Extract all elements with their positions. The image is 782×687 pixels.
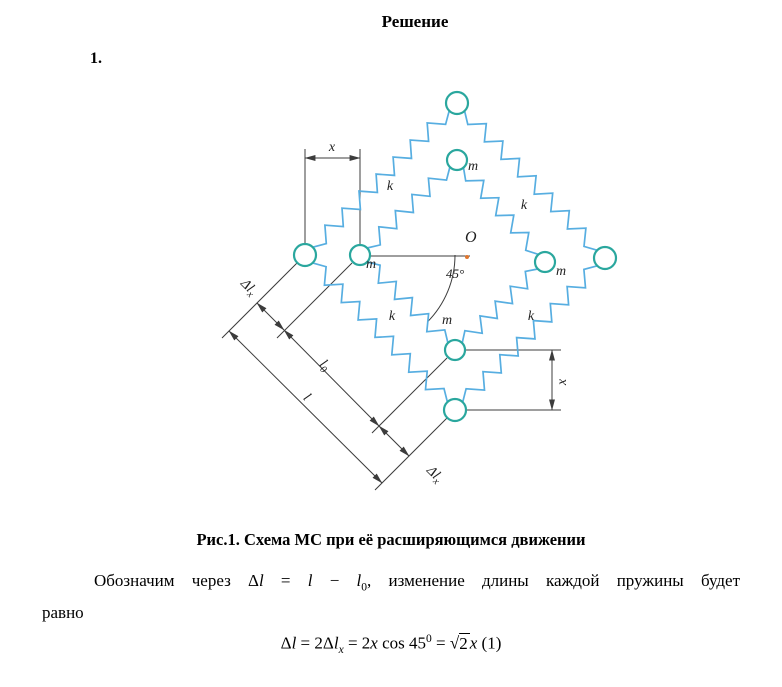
label-l0: l0: [315, 357, 333, 375]
math-term: = 2Δ: [296, 633, 334, 653]
math-superscript: 0: [426, 632, 432, 645]
label-mass-top: m: [468, 159, 478, 174]
sqrt-radicand: 2: [459, 632, 470, 653]
math-term: ,: [367, 571, 389, 590]
page-title: Решение: [381, 12, 449, 31]
math-subscript: 0: [361, 580, 368, 594]
math-term: =: [431, 633, 450, 653]
spring-inner-left-top: [366, 166, 451, 249]
math-term: l: [307, 571, 313, 590]
spring-outer-top-right: [463, 110, 598, 252]
spring-outer-left-top: [312, 110, 451, 249]
label-spring-k-4: k: [528, 309, 535, 324]
math-term: cos 45: [377, 633, 427, 653]
paragraph-line-1: Обозначим через Δl = l − l0, изменение д…: [42, 568, 740, 600]
dim-extension-line: [276, 262, 353, 339]
math-term: l: [258, 571, 264, 590]
label-mass-right: m: [556, 264, 566, 279]
dim-extension-line: [371, 357, 448, 434]
label-delta-lx-bottom: Δlx: [421, 463, 446, 488]
dim-measure-dlx-top: [256, 302, 285, 331]
equation-number: (1): [477, 633, 502, 653]
node-inner-right: [533, 250, 557, 274]
spring-inner-top-right: [462, 167, 539, 256]
node-outer-right: [592, 245, 618, 271]
item-number: 1.: [90, 50, 102, 67]
math-term: l: [356, 571, 362, 590]
node-outer-bottom: [442, 397, 468, 423]
springs: [312, 110, 598, 403]
mass-nodes: [292, 90, 618, 423]
math-term: l: [291, 633, 297, 653]
dim-extension-line: [374, 417, 448, 491]
label-x-right: x: [555, 378, 570, 386]
math-term: x: [469, 633, 478, 653]
para-rest: изменение длины каждой пружины будет: [388, 571, 741, 590]
node-inner-top: [445, 148, 469, 172]
angle-arc: [426, 254, 456, 323]
label-delta-lx-top: Δlx: [235, 276, 260, 301]
figure-labels: x x k k k k m m m m O 45° Δlx l0 l Δlx: [235, 140, 570, 488]
center-dot: [465, 255, 469, 259]
sqrt-symbol: √: [449, 633, 460, 653]
math-term: Δ: [280, 633, 292, 653]
math-term: l: [333, 633, 339, 653]
math-subscript: x: [338, 643, 344, 657]
paragraph-line-2: равно: [42, 603, 84, 623]
label-origin: O: [465, 229, 477, 246]
dim-measure-dlx-bottom: [378, 425, 410, 457]
sqrt-expression: √2: [449, 632, 470, 653]
dim-measure-l0: [283, 329, 380, 427]
label-mass-bottom: m: [442, 313, 452, 328]
node-outer-top: [444, 90, 470, 116]
label-spring-k-3: k: [389, 309, 396, 324]
label-angle: 45°: [446, 266, 464, 281]
math-term: x: [370, 633, 378, 653]
label-l: l: [300, 391, 313, 404]
dim-extension-line: [221, 262, 298, 339]
dim-measure-l: [228, 330, 383, 484]
node-inner-left: [348, 243, 372, 267]
l0-sub: 0: [317, 364, 328, 375]
node-outer-left: [292, 242, 318, 268]
label-x-top: x: [328, 140, 336, 155]
spring-inner-bottom-left: [366, 261, 449, 344]
para-lead: Обозначим через: [94, 571, 249, 590]
spring-inner-right-bottom: [461, 268, 538, 344]
math-term: = 2: [343, 633, 371, 653]
math-term: −: [312, 571, 357, 590]
node-inner-bottom: [443, 338, 467, 362]
spring-outer-right-bottom: [461, 264, 598, 403]
body-paragraph: Обозначим через Δl = l − l0, изменение д…: [42, 568, 740, 626]
math-term: Δ: [248, 571, 259, 590]
inline-formula: Δl = l − l0,: [248, 571, 389, 594]
spring-outer-bottom-left: [312, 262, 449, 403]
math-term: =: [263, 571, 308, 590]
figure-diagram: x x k k k k m m m m O 45° Δlx l0 l Δlx: [221, 90, 618, 491]
figure-caption: Рис.1. Схема МС при её расширяющимся дви…: [196, 530, 586, 549]
dimension-lines: [221, 149, 561, 491]
label-spring-k-1: k: [387, 179, 394, 194]
label-mass-left: m: [366, 257, 376, 272]
label-spring-k-2: k: [521, 198, 528, 213]
